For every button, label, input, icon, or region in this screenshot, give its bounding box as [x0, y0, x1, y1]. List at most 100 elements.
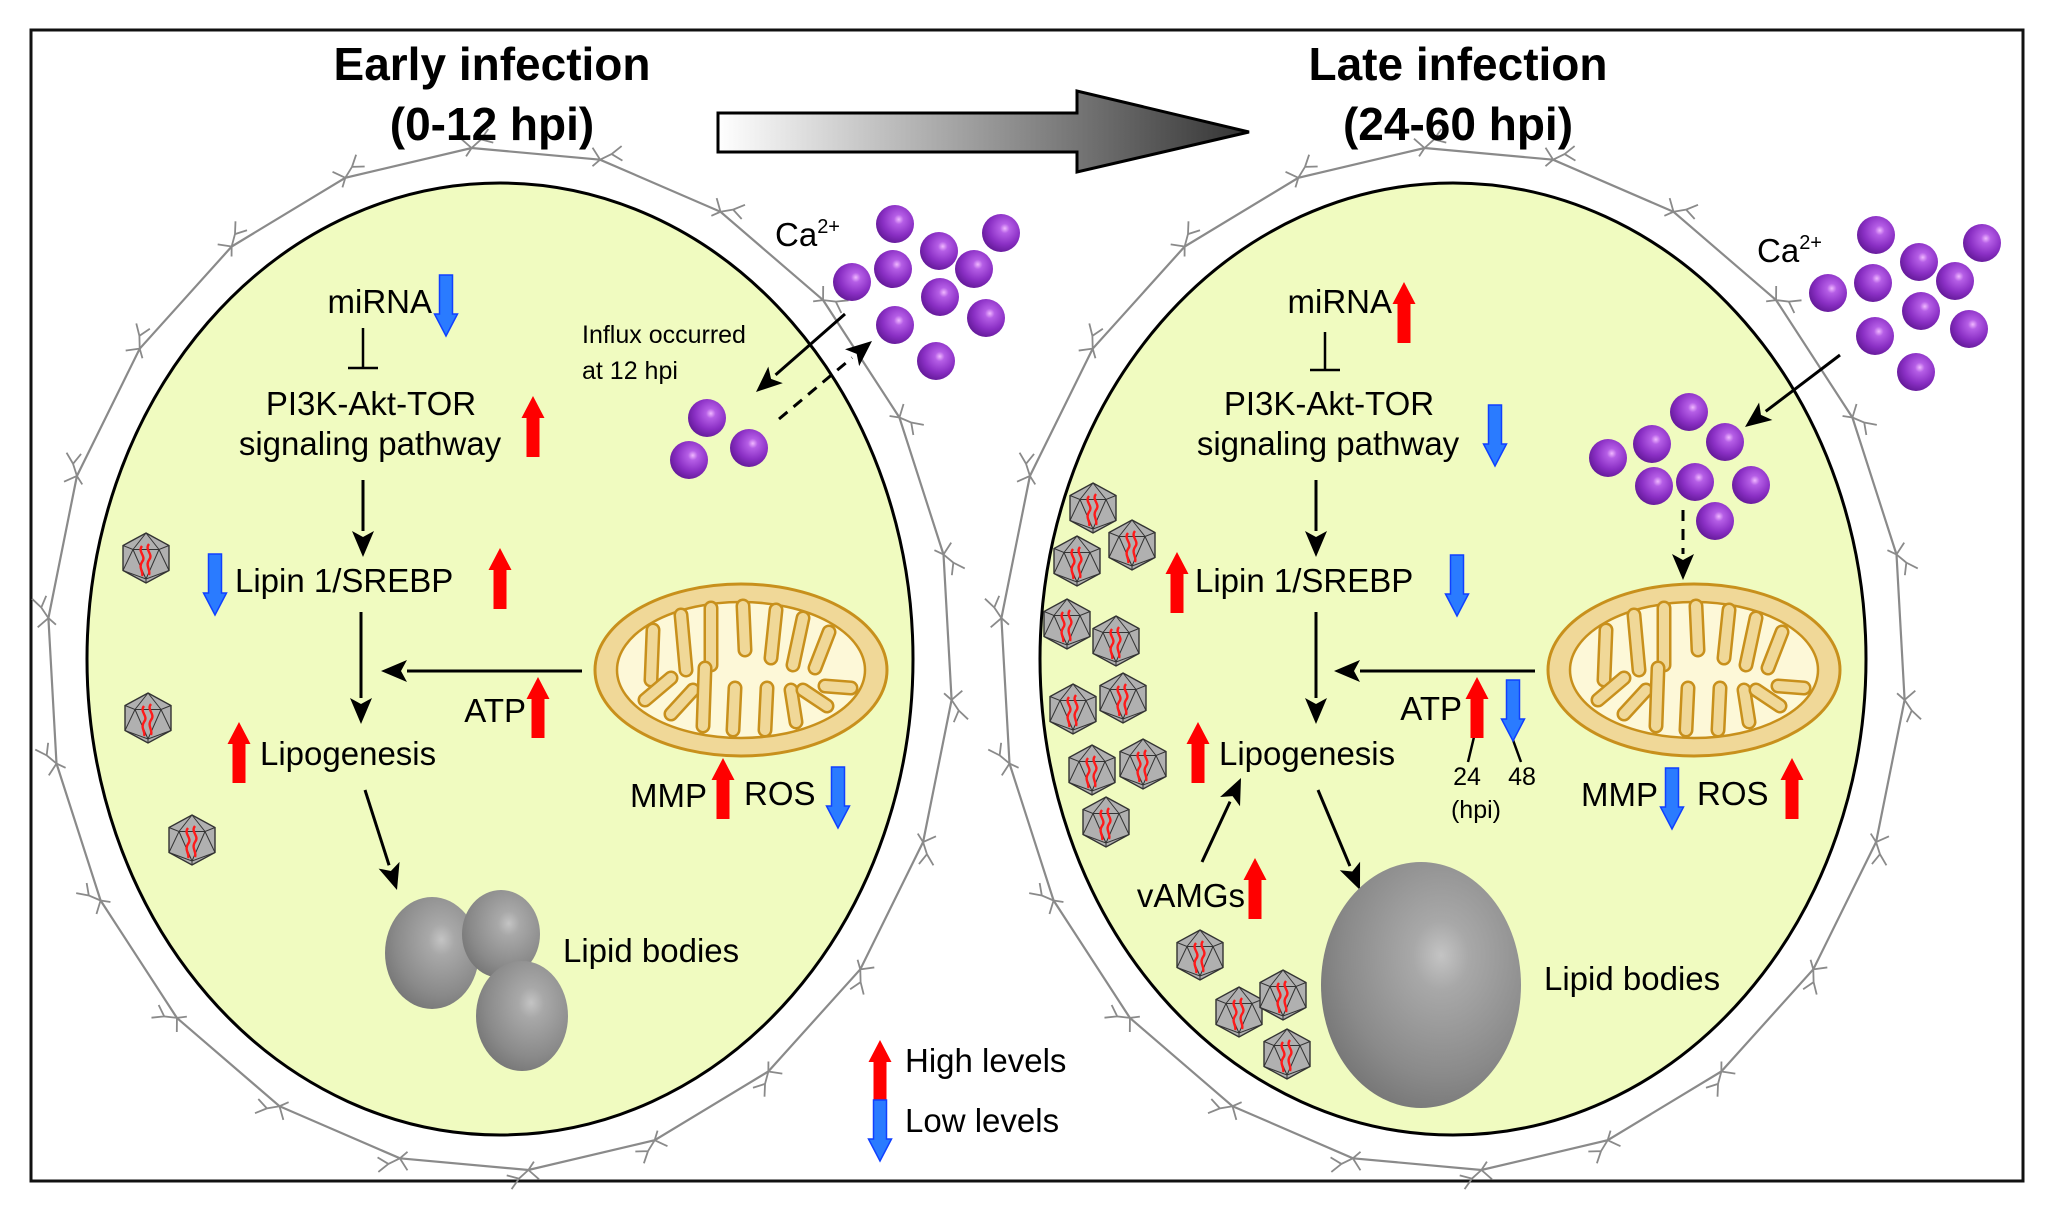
early-ros-label: ROS — [744, 775, 816, 812]
late-mmp-level-icon — [1659, 767, 1685, 831]
late-extracellular-calcium-icon — [1809, 274, 1847, 312]
virion-icon — [124, 692, 172, 744]
early-ca-influx-arrow — [756, 312, 846, 392]
early-lipogenesis-label: Lipogenesis — [260, 735, 436, 772]
late-atp-time-24: 24 — [1453, 763, 1481, 791]
virion-icon — [1043, 598, 1091, 650]
late-intracellular-calcium-icon — [1633, 425, 1671, 463]
early-pathway-level-icon — [521, 396, 545, 457]
late-extracellular-calcium-icon — [1897, 353, 1935, 391]
virion-icon — [1176, 929, 1224, 981]
late-mirna-label: miRNA — [1288, 283, 1393, 320]
early-ros-level-icon — [825, 766, 851, 830]
late-lipid-bodies-label: Lipid bodies — [1544, 960, 1720, 997]
late-subtitle: (24-60 hpi) — [1343, 98, 1573, 150]
pathway-connectors — [348, 312, 1841, 890]
virion-icon — [1259, 969, 1307, 1021]
late-lipogenesis-level-icon — [1186, 722, 1210, 783]
late-mmp-label: MMP — [1581, 776, 1658, 813]
early-atp-label: ATP — [464, 692, 526, 729]
late-atp-48-level-icon — [1500, 679, 1526, 743]
lipid-bodies — [385, 862, 1521, 1108]
virion-icon — [1082, 796, 1130, 848]
virion-icon — [1119, 738, 1167, 790]
early-lipogenesis-to-lipid-arrow — [363, 789, 400, 890]
early-atp-arrow — [381, 660, 582, 682]
late-atp-arrow — [1334, 660, 1535, 682]
late-mirna-inhibits-pathway — [1310, 332, 1340, 372]
late-vamgs-to-lipogenesis-arrow — [1200, 778, 1241, 863]
late-title: Late infection — [1308, 38, 1607, 90]
late-pathway-line1: PI3K-Akt-TOR — [1224, 385, 1434, 422]
legend-blue-down-arrow-icon — [867, 1099, 893, 1163]
late-intracellular-calcium-icon — [1670, 393, 1708, 431]
late-ca-influx-arrow — [1745, 353, 1841, 427]
early-mirna-level-icon — [433, 274, 459, 338]
late-extracellular-calcium-icon — [1963, 224, 2001, 262]
early-lipin-right-level-icon — [488, 548, 512, 609]
late-vamgs-label: vAMGs — [1137, 877, 1245, 914]
early-cell-wall — [31, 128, 969, 1190]
early-mirna-label: miRNA — [328, 283, 433, 320]
late-intracellular-calcium-icon — [1696, 502, 1734, 540]
early-ca-efflux-dashed-arrow — [778, 341, 872, 421]
late-extracellular-calcium-icon — [1856, 317, 1894, 355]
early-title: Early infection — [334, 38, 651, 90]
early-influx-note-line2: at 12 hpi — [582, 357, 678, 385]
late-extracellular-calcium-icon — [1854, 264, 1892, 302]
virion-icon — [1263, 1028, 1311, 1080]
early-lipin-label: Lipin 1/SREBP — [235, 562, 453, 599]
late-atp-label: ATP — [1400, 690, 1462, 727]
lipid-body-icon — [462, 890, 540, 978]
late-lipin-to-lipogenesis-arrow — [1305, 612, 1327, 724]
early-lipogenesis-level-icon — [227, 722, 251, 783]
early-extracellular-calcium-icon — [833, 263, 871, 301]
virion-icon — [168, 814, 216, 866]
early-extracellular-calcium-icon — [876, 205, 914, 243]
late-ros-level-icon — [1780, 758, 1804, 819]
virions — [122, 482, 1311, 1080]
early-pathway-line1: PI3K-Akt-TOR — [266, 385, 476, 422]
early-lipid-bodies-label: Lipid bodies — [563, 932, 739, 969]
late-intracellular-calcium-icon — [1732, 466, 1770, 504]
virion-icon — [1215, 986, 1263, 1038]
late-extracellular-calcium-icon — [1936, 262, 1974, 300]
cell-walls — [31, 128, 1922, 1190]
virion-icon — [1049, 683, 1097, 735]
late-pathway-to-lipin-arrow — [1305, 480, 1327, 557]
early-ca-label: Ca2+ — [775, 216, 840, 253]
legend-low-label: Low levels — [905, 1102, 1059, 1139]
late-vamgs-level-icon — [1243, 858, 1267, 919]
late-lipin-label: Lipin 1/SREBP — [1195, 562, 1413, 599]
late-atp-time-unit: (hpi) — [1451, 796, 1501, 824]
early-intracellular-calcium-icon — [670, 441, 708, 479]
late-cell-wall — [984, 128, 1922, 1190]
late-intracellular-calcium-icon — [1706, 423, 1744, 461]
early-extracellular-calcium-icon — [955, 250, 993, 288]
late-ca-label: Ca2+ — [1757, 232, 1822, 269]
late-extracellular-calcium-icon — [1950, 310, 1988, 348]
early-extracellular-calcium-icon — [874, 250, 912, 288]
virion-icon — [1099, 672, 1147, 724]
early-lipin-left-level-icon — [202, 553, 228, 617]
early-mirna-inhibits-pathway — [348, 328, 378, 370]
late-atp-24-tick — [1466, 736, 1476, 763]
early-mmp-level-icon — [711, 758, 735, 819]
early-extracellular-calcium-icon — [921, 278, 959, 316]
early-extracellular-calcium-icon — [917, 342, 955, 380]
late-intracellular-calcium-icon — [1676, 463, 1714, 501]
legend-red-up-arrow-icon — [868, 1040, 892, 1101]
late-ros-label: ROS — [1697, 775, 1769, 812]
early-extracellular-calcium-icon — [920, 232, 958, 270]
late-atp-time-48: 48 — [1508, 763, 1536, 791]
gradient-right-arrow-icon — [716, 89, 1250, 174]
early-pathway-to-lipin-arrow — [352, 480, 374, 557]
lipid-body-icon — [385, 897, 479, 1009]
early-influx-note-line1: Influx occurred — [582, 321, 746, 349]
late-atp-48-tick — [1511, 739, 1523, 763]
late-pathway-line2: signaling pathway — [1197, 425, 1460, 462]
virion-icon — [1068, 744, 1116, 796]
virion-icon — [1092, 615, 1140, 667]
early-subtitle: (0-12 hpi) — [390, 98, 594, 150]
